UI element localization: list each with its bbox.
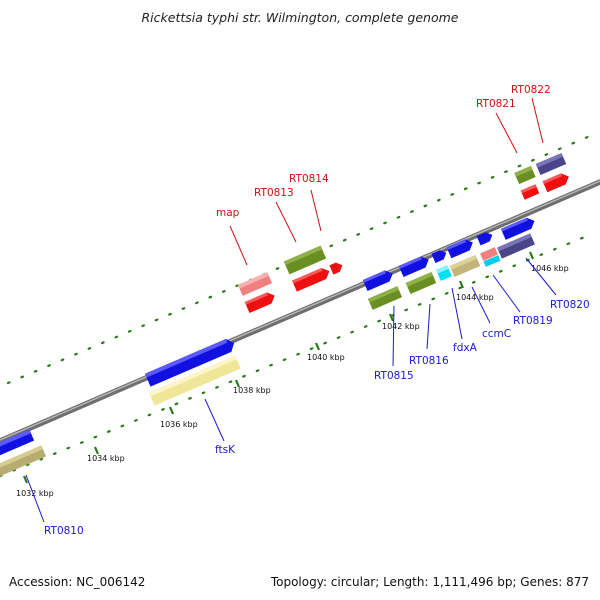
gene-rt0821-cds[interactable] [520, 184, 540, 200]
gene-fdxa[interactable] [436, 265, 452, 281]
gene-ftsk[interactable] [148, 355, 241, 406]
label-rt0816[interactable]: RT0816 [409, 355, 449, 367]
gene-rt0819-b[interactable] [483, 255, 501, 267]
tick-label-1042: 1042 kbp [382, 322, 420, 331]
label-rt0822[interactable]: RT0822 [511, 84, 551, 96]
gene-rt0815[interactable] [367, 286, 403, 310]
gene-rt0820[interactable] [497, 233, 535, 259]
label-rt0819[interactable]: RT0819 [513, 315, 553, 327]
tick-label-1032: 1032 kbp [16, 489, 54, 498]
gene-rt0813-cds[interactable] [292, 266, 332, 292]
label-fdxa[interactable]: fdxA [453, 342, 478, 354]
label-leaders [25, 97, 557, 523]
gene-rt0820-cds[interactable] [500, 215, 537, 240]
genome-summary-text: Topology: circular; Length: 1,111,496 bp… [270, 575, 589, 589]
gene-rt0821[interactable] [514, 165, 536, 185]
label-rt0814[interactable]: RT0814 [289, 173, 329, 185]
gene-rt0822[interactable] [535, 152, 567, 176]
gene-ftsk-cds[interactable] [144, 337, 237, 387]
gene-rt0819[interactable] [480, 247, 498, 261]
tick-labels: 1032 kbp 1034 kbp 1036 kbp 1038 kbp 1040… [16, 264, 569, 498]
gene-rt0822-cds[interactable] [542, 171, 572, 193]
label-rt0813[interactable]: RT0813 [254, 187, 294, 199]
gene-rt0810-cds[interactable] [0, 429, 35, 460]
tick-label-1034: 1034 kbp [87, 454, 125, 463]
label-rt0821[interactable]: RT0821 [476, 98, 516, 110]
gene-rt0814-cds[interactable] [329, 261, 344, 275]
gene-rt0819-cds[interactable] [476, 230, 495, 246]
genome-backbone [0, 179, 600, 444]
outer-ruler [6, 134, 592, 385]
major-ticks [22, 251, 535, 484]
gene-rt0815-cds[interactable] [362, 268, 395, 292]
tick-label-1046: 1046 kbp [531, 264, 569, 273]
gene-map-cds[interactable] [244, 290, 277, 314]
gene-rt0816[interactable] [405, 271, 437, 295]
gene-map[interactable] [237, 272, 273, 296]
map-title: Rickettsia typhi str. Wilmington, comple… [142, 10, 459, 25]
gene-rt0816-cds[interactable] [398, 254, 431, 278]
label-ccmc[interactable]: ccmC [482, 328, 511, 340]
features-tilt [0, 152, 572, 481]
label-rt0815[interactable]: RT0815 [374, 370, 414, 382]
gene-fdxa-cds[interactable] [431, 248, 449, 263]
gene-rt0813[interactable] [283, 245, 327, 275]
gene-rt0810[interactable] [0, 445, 47, 481]
tick-label-1038: 1038 kbp [233, 386, 271, 395]
gene-ccmc-cds[interactable] [446, 237, 476, 259]
label-map[interactable]: map [216, 207, 240, 219]
gene-labels: RT0810 ftsK map RT0813 RT0814 RT0815 RT0… [44, 84, 590, 537]
label-rt0810[interactable]: RT0810 [44, 525, 84, 537]
gene-ccmc[interactable] [449, 254, 481, 278]
tick-label-1040: 1040 kbp [307, 353, 345, 362]
tick-label-1044: 1044 kbp [456, 293, 494, 302]
label-rt0820[interactable]: RT0820 [550, 299, 590, 311]
tick-label-1036: 1036 kbp [160, 420, 198, 429]
label-ftsk[interactable]: ftsK [215, 444, 236, 456]
accession-text: Accession: NC_006142 [9, 575, 145, 589]
